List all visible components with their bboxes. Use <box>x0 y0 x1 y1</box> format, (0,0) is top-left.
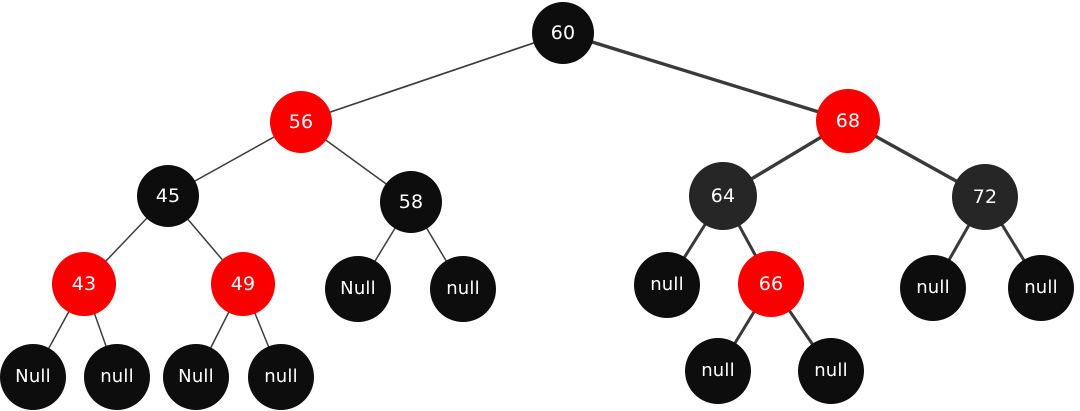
tree-node-label: 64 <box>710 184 736 207</box>
tree-node-n43[interactable]: 43 <box>52 252 116 316</box>
tree-node-label: null <box>100 366 134 387</box>
tree-edge-n60-to-n68 <box>561 31 850 123</box>
tree-node-label: Null <box>178 366 214 387</box>
tree-node-n72[interactable]: 72 <box>952 164 1018 230</box>
tree-node-l72a[interactable]: null <box>900 255 966 321</box>
tree-node-l64a[interactable]: null <box>634 252 700 318</box>
tree-node-n45[interactable]: 45 <box>137 165 199 227</box>
tree-node-label: 45 <box>155 184 181 207</box>
tree-node-l58b[interactable]: null <box>430 256 496 322</box>
tree-node-label: null <box>814 360 848 381</box>
tree-node-l66a[interactable]: null <box>685 338 751 404</box>
tree-node-n64[interactable]: 64 <box>689 162 757 230</box>
tree-node-n60[interactable]: 60 <box>532 2 594 64</box>
tree-node-l66b[interactable]: null <box>798 338 864 404</box>
tree-node-n68[interactable]: 68 <box>816 89 880 153</box>
tree-node-label: 49 <box>230 272 256 295</box>
tree-node-label: null <box>264 366 298 387</box>
tree-node-l49a[interactable]: Null <box>163 344 229 410</box>
tree-node-label: 58 <box>398 190 424 213</box>
tree-node-label: 56 <box>288 110 314 133</box>
tree-node-label: null <box>701 360 735 381</box>
tree-node-n56[interactable]: 56 <box>270 91 332 153</box>
tree-node-label: 66 <box>758 272 784 295</box>
tree-node-n66[interactable]: 66 <box>738 251 804 317</box>
tree-node-l43a[interactable]: Null <box>0 344 66 410</box>
tree-node-n49[interactable]: 49 <box>211 252 275 316</box>
tree-node-label: null <box>1024 277 1058 298</box>
tree-node-l72b[interactable]: null <box>1008 255 1074 321</box>
tree-node-label: Null <box>340 278 376 299</box>
tree-node-label: 60 <box>550 21 576 44</box>
tree-node-label: 43 <box>71 272 97 295</box>
tree-node-label: Null <box>15 366 51 387</box>
tree-node-label: null <box>916 277 950 298</box>
tree-node-label: 72 <box>972 185 998 208</box>
tree-node-n58[interactable]: 58 <box>380 171 442 233</box>
tree-node-label: null <box>650 274 684 295</box>
tree-node-label: 68 <box>835 109 861 132</box>
tree-edge-n60-to-n56 <box>300 32 564 123</box>
tree-node-l43b[interactable]: null <box>84 344 150 410</box>
tree-node-label: null <box>446 278 480 299</box>
tree-node-l49b[interactable]: null <box>248 344 314 410</box>
tree-node-l58a[interactable]: Null <box>325 256 391 322</box>
